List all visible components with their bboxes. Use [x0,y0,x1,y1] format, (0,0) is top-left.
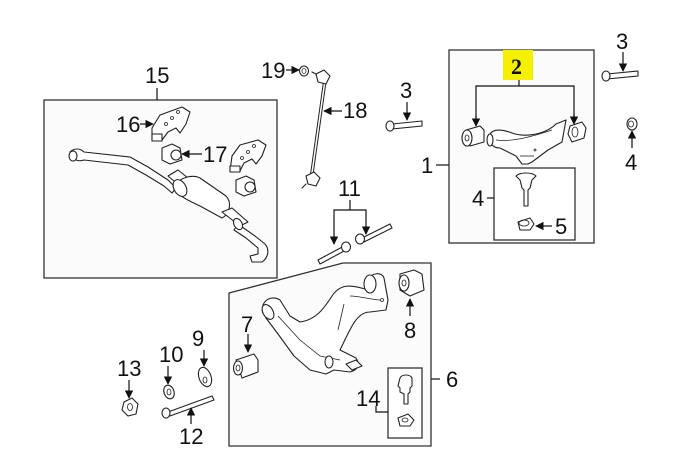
ball-joint-frame [493,167,576,241]
callout-5[interactable]: 4 [472,186,484,211]
cam-bolt[interactable] [161,395,215,419]
rear-bushing[interactable] [398,269,425,297]
callout-4-label[interactable]: 4 [625,150,637,175]
bolt[interactable] [385,120,423,132]
stabilizer-bracket-2[interactable] [229,139,267,173]
callout-15[interactable]: 14 [356,386,380,411]
leader-2 [475,85,575,124]
lower-control-arm-group: 6 7 8 14 [228,262,458,447]
callout-19[interactable]: 18 [343,98,367,123]
cam-washer[interactable] [196,366,214,389]
nut[interactable] [626,117,638,131]
callout-14[interactable]: 13 [117,356,141,381]
callout-2[interactable]: 2 [511,54,522,79]
callout-8[interactable]: 7 [241,312,253,337]
callout-9[interactable]: 8 [404,318,416,343]
upper-ball-joint[interactable] [515,172,537,207]
callout-6[interactable]: 5 [555,214,567,239]
callout-17[interactable]: 16 [116,112,140,137]
link-nut[interactable] [298,65,310,77]
stabilizer-link[interactable] [301,69,331,189]
upper-control-arm-group: 1 2 4 [421,49,595,244]
lower-ball-joint[interactable] [397,374,415,427]
stabilizer-bar[interactable] [68,148,269,263]
callout-12[interactable]: 11 [338,176,361,201]
callout-16[interactable]: 15 [145,63,169,88]
upper-arm-bushing-2[interactable] [567,121,587,143]
stabilizer-bracket[interactable] [151,106,191,142]
ball-joint-nut[interactable] [517,217,535,231]
callout-10[interactable]: 9 [192,326,204,351]
stabilizer-bushing-2[interactable] [235,175,257,197]
stabilizer-bushing[interactable] [161,143,183,165]
bolts-12[interactable] [317,223,393,265]
highlight-box-2 [503,50,533,80]
callout-18[interactable]: 17 [203,142,227,167]
callout-11[interactable]: 10 [159,342,183,367]
stabilizer-bar-group: 15 16 [43,63,278,279]
washer[interactable] [162,384,176,401]
callout-20[interactable]: 19 [261,58,285,83]
lower-control-arm[interactable] [260,273,389,375]
front-bushing[interactable] [232,353,259,379]
bolt-2[interactable] [601,70,639,82]
nut-14[interactable] [121,397,139,417]
callout-7[interactable]: 6 [446,367,458,392]
callout-1[interactable]: 1 [421,153,433,178]
callout-3a[interactable]: 3 [400,78,412,103]
upper-arm-bushing[interactable] [461,125,485,147]
callout-3b[interactable]: 3 [616,29,628,54]
leader-15 [375,406,388,413]
upper-control-arm[interactable] [486,119,567,165]
callout-13[interactable]: 12 [179,424,203,449]
